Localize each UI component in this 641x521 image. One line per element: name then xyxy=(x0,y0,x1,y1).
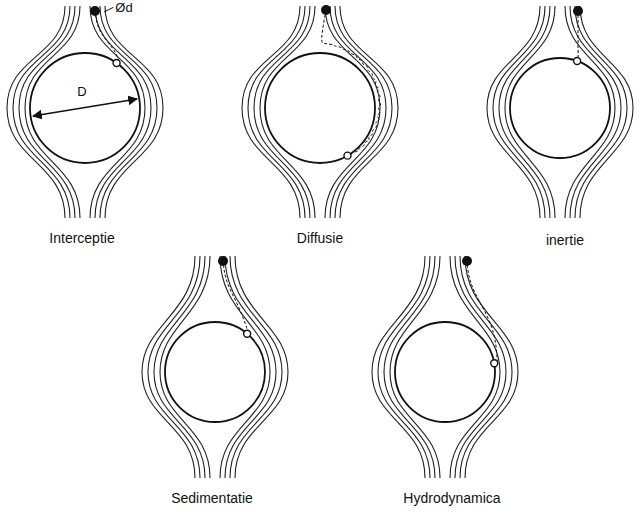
diameter-arrow xyxy=(33,99,137,116)
particle-path xyxy=(223,260,248,332)
particle-path xyxy=(322,10,381,156)
captured-particle xyxy=(344,152,351,159)
particle xyxy=(573,6,583,16)
fiber-circle xyxy=(165,322,265,422)
particle xyxy=(218,256,228,266)
dimension-label: Ød xyxy=(113,0,134,16)
captured-particle xyxy=(574,58,581,65)
dimension-label: D xyxy=(75,84,88,100)
particle-path xyxy=(578,10,579,59)
particle xyxy=(462,256,472,266)
particle-path xyxy=(467,260,497,362)
fiber-circles xyxy=(30,53,610,422)
particle xyxy=(321,5,331,15)
mechanism-label: Sedimentatie xyxy=(171,490,253,506)
captured-particle xyxy=(113,59,120,66)
mechanism-label: Interceptie xyxy=(49,230,114,246)
mechanism-label: inertie xyxy=(546,232,584,248)
mechanism-label: Diffusie xyxy=(297,230,343,246)
captured-particle xyxy=(491,360,498,367)
captured-particle xyxy=(244,330,251,337)
particle-paths xyxy=(90,5,583,367)
streamlines xyxy=(7,6,633,478)
mechanism-label: Hydrodynamica xyxy=(403,490,500,506)
particle-path xyxy=(95,10,119,60)
fiber-circle xyxy=(510,58,610,158)
fiber-circle xyxy=(395,322,495,422)
particle xyxy=(90,6,100,16)
fiber-circle xyxy=(30,53,140,163)
fiber-circle xyxy=(265,53,375,163)
